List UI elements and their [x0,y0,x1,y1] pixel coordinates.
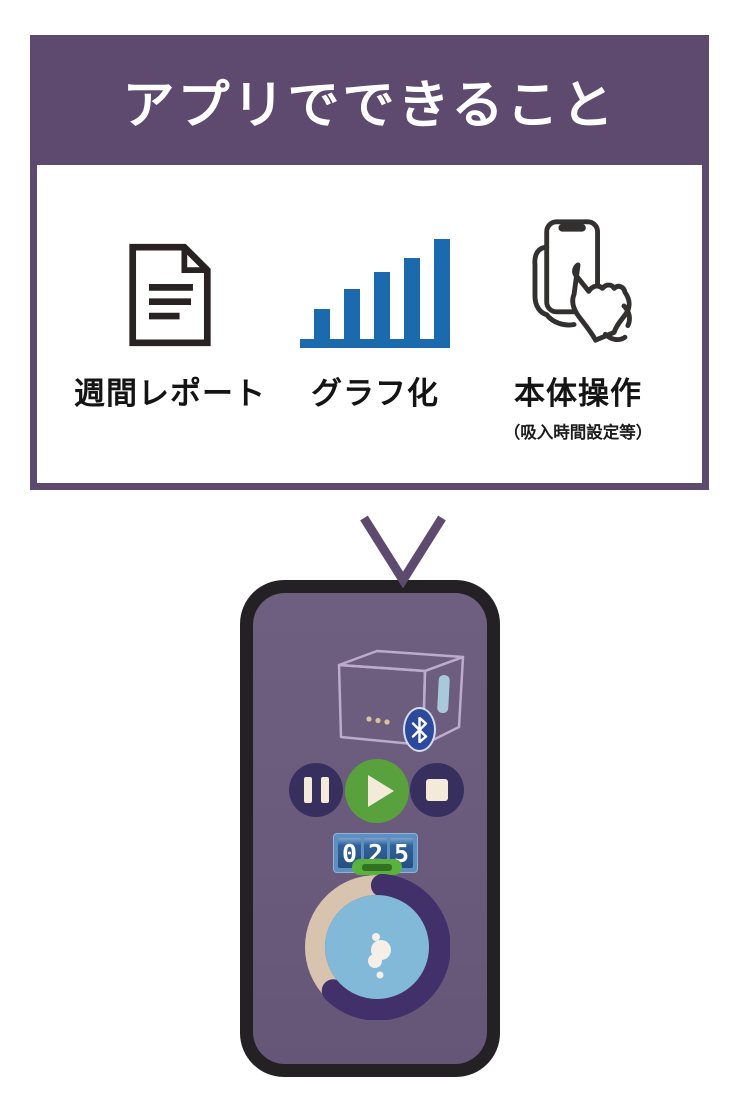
stop-icon [426,779,448,801]
feature-device-operation: 本体操作 （吸入時間設定等） [465,193,691,443]
play-button [345,759,409,823]
feature-sublabel-device-operation: （吸入時間設定等） [503,424,653,442]
phone-tap-icon [465,193,691,348]
feature-label-device-operation: 本体操作 [514,376,642,411]
page-title: アプリでできること [122,76,617,135]
bluetooth-rune [411,716,428,743]
phone-tap-icon-svg [532,219,632,343]
speech-bubble: アプリでできること 週間レポート [30,35,709,589]
play-icon [368,775,394,807]
nebulizer-device-illustration [337,649,465,747]
bubble-header: アプリでできること [30,35,709,165]
bubble-tail [360,515,446,589]
feature-label-weekly-report: 週間レポート [74,376,266,411]
feature-weekly-report: 週間レポート [50,193,290,413]
bar-chart-bars [314,239,450,339]
feature-label-graphing: グラフ化 [311,376,439,411]
document-icon-svg [129,243,211,347]
pause-button [289,763,343,817]
progress-dial [305,874,450,1020]
document-icon [50,193,290,348]
bubble-body: 週間レポート グラフ化 [30,165,709,490]
pause-bar [303,777,312,803]
bar-chart-icon-svg [300,239,450,348]
timer-badge [352,859,402,875]
stop-button [410,763,464,817]
phone-mockup: 0 2 5 [240,580,500,1077]
feature-graphing: グラフ化 [275,193,475,413]
phone-screen: 0 2 5 [253,593,487,1064]
bluetooth-icon [403,707,436,752]
bar-chart-icon [275,193,475,348]
pause-bar [320,777,329,803]
timer-badge-text-area [362,863,392,871]
